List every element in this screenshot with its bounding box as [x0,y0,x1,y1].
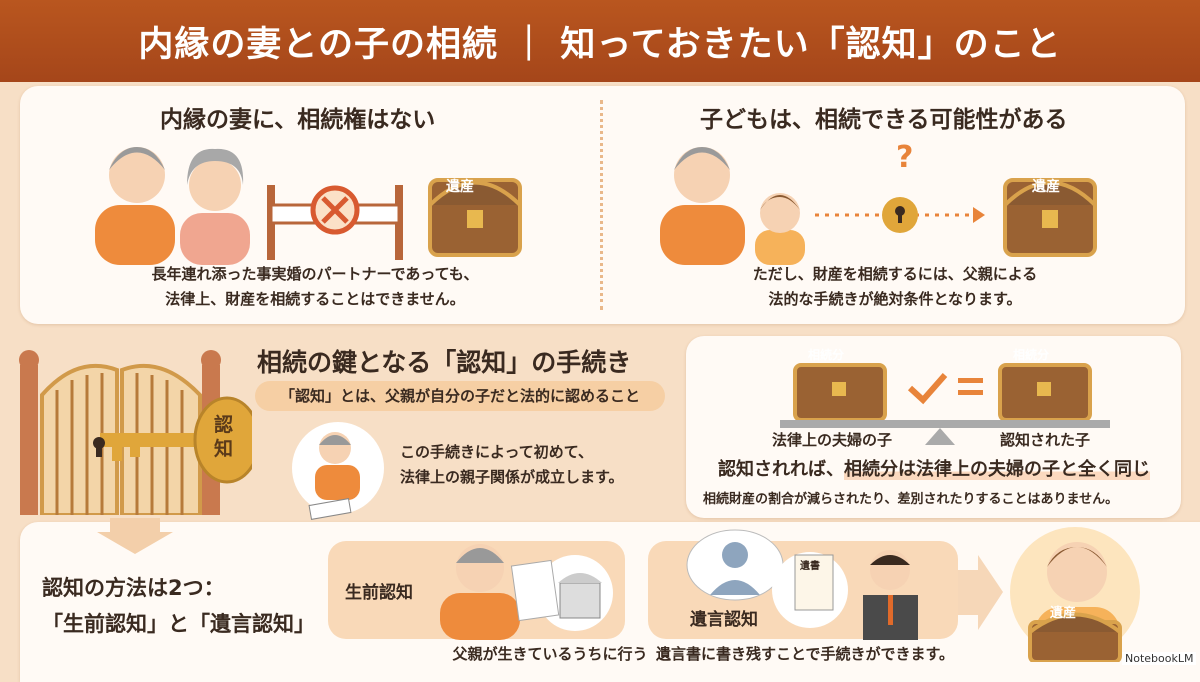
method2-label: 遺言認知 [690,610,758,630]
keyhole-icon [882,197,918,233]
will-document-icon [794,554,834,611]
check-icon [907,373,948,405]
chest-label: 遺産 [1050,606,1077,621]
middle-left-text: この手続きによって初めて、法律上の親子関係が成立します。 [400,443,624,486]
equality-statement: 認知されれば、相続分は法律上の夫婦の子と全く同じ [718,459,1150,480]
gate-key-illustration [19,350,252,515]
treasure-chest-icon [793,363,887,422]
couple-barrier-illustration [95,147,522,265]
treasure-chest-icon [998,363,1092,422]
definition-pill: 「認知」とは、父親が自分の子だと法的に認めること [255,381,665,411]
down-arrow-icon [97,518,173,554]
child-with-treasure-illustration [1010,527,1140,662]
methods-heading: 認知の方法は2つ：「生前認知」と「遺言認知」 [42,576,315,636]
top-left-text: 長年連れ添った事実婚のパートナーであっても、法律上、財産を相続することはできませ… [151,265,479,308]
method1-caption: 父親が生きているうちに行う [452,645,648,663]
balance-illustration [780,363,1110,445]
will-illustration [686,529,918,640]
grandfather-icon [95,147,175,265]
child-icon [755,193,805,265]
chest-label-right: 相続分 [1013,348,1050,362]
method1-label: 生前認知 [345,583,413,603]
keyhole-icon [93,437,105,457]
father-signing-illustration [292,422,384,520]
gate-icon [19,350,221,515]
equals-icon [958,378,983,395]
seesaw-fulcrum [925,428,955,445]
chest-label-left: 相続分 [808,348,845,362]
grandmother-icon [180,148,250,265]
treasure-chest-icon [1003,178,1097,257]
method2-caption: 遺言書に書き残すことで手続きができます。 [655,645,955,663]
header-banner: 内縁の妻との子の相続 ｜ 知っておきたい「認知」のこと [0,0,1200,82]
key-label: 認知 [214,414,234,460]
middle-left-heading: 相続の鍵となる「認知」の手続き [257,348,632,377]
equality-note: 相続財産の割合が減らされたり、差別されたりすることはありません。 [703,492,1119,507]
notebooklm-watermark: NotebookLM [1122,652,1197,665]
top-left-heading: 内縁の妻に、相続権はない [160,107,436,133]
right-arrow-icon [958,555,1003,630]
barrier-icon [267,185,403,260]
chest-label: 遺産 [446,179,474,195]
will-doc-label: 遺書 [800,561,820,572]
divider [600,100,603,310]
treasure-chest-icon [428,178,522,257]
page-title: 内縁の妻との子の相続 ｜ 知っておきたい「認知」のこと [138,24,1062,65]
top-right-text: ただし、財産を相続するには、父親による法的な手続きが絶対条件となります。 [752,265,1038,308]
father-certificate-illustration [440,544,613,640]
key-icon [100,396,252,484]
seesaw-beam [780,420,1110,428]
left-label: 法律上の夫婦の子 [772,431,893,449]
father-child-illustration [660,147,1097,265]
right-label: 認知された子 [1000,431,1091,449]
question-mark: ? [896,140,914,175]
chest-label: 遺産 [1032,179,1060,195]
top-right-heading: 子どもは、相続できる可能性がある [700,107,1068,133]
father-icon [660,147,745,265]
